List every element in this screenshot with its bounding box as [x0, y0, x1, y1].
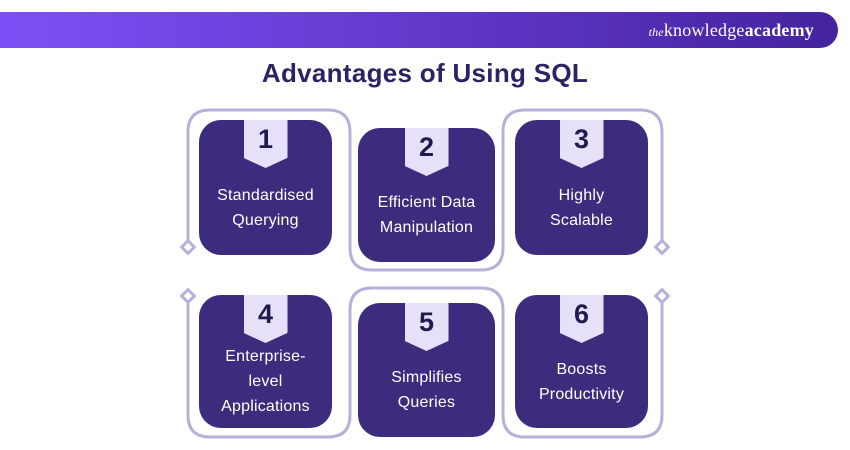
- number-ribbon-icon: 1: [243, 120, 288, 168]
- card-label-line: Highly: [558, 186, 605, 204]
- advantage-card-4: 4 Enterprise- level Applications: [199, 295, 332, 428]
- card-label-line: Efficient Data: [377, 194, 476, 211]
- page-title: Advantages of Using SQL: [261, 58, 589, 88]
- number-ribbon-icon: 4: [243, 295, 288, 343]
- advantage-card-5: 5 Simplifies Queries: [358, 303, 495, 437]
- card-label-line: Scalable: [550, 211, 613, 229]
- diamond-icon: [653, 238, 671, 256]
- brand-logo: theknowledgeacademy: [649, 21, 814, 40]
- card-number: 4: [257, 299, 274, 329]
- diamond-icon: [179, 238, 197, 256]
- card-number: 2: [418, 132, 435, 162]
- card-label-line: Queries: [397, 394, 456, 411]
- number-ribbon-icon: 5: [404, 303, 449, 351]
- advantage-card-2: 2 Efficient Data Manipulation: [358, 128, 495, 262]
- advantage-card-6: 6 Boosts Productivity: [515, 295, 648, 428]
- card-label-line: Standardised: [217, 186, 314, 204]
- card-number: 3: [573, 124, 590, 154]
- card-label-line: Productivity: [538, 385, 625, 403]
- card-label-line: Simplifies: [391, 369, 462, 386]
- card-label-line: Enterprise-: [225, 348, 306, 365]
- card-number: 6: [573, 299, 590, 329]
- card-number: 5: [418, 307, 435, 337]
- logo-knowledge: knowledge: [663, 19, 745, 40]
- logo-the: the: [648, 24, 664, 39]
- number-ribbon-icon: 6: [559, 295, 604, 343]
- header-bar: theknowledgeacademy: [0, 12, 838, 48]
- logo-academy: academy: [744, 19, 814, 40]
- advantage-card-3: 3 Highly Scalable: [515, 120, 648, 255]
- bottom-row-connector-line: [186, 286, 664, 439]
- card-label-line: Querying: [232, 211, 299, 229]
- top-row-connector-line: [186, 108, 664, 272]
- number-ribbon-icon: 3: [559, 120, 604, 168]
- number-ribbon-icon: 2: [404, 128, 449, 176]
- card-number: 1: [257, 124, 274, 154]
- diamond-icon: [179, 287, 197, 305]
- card-label-line: Manipulation: [379, 219, 474, 236]
- diamond-icon: [653, 287, 671, 305]
- advantage-card-1: 1 Standardised Querying: [199, 120, 332, 255]
- card-label-line: Applications: [221, 398, 310, 415]
- card-label-line: Boosts: [556, 360, 607, 378]
- card-label-line: level: [248, 373, 283, 390]
